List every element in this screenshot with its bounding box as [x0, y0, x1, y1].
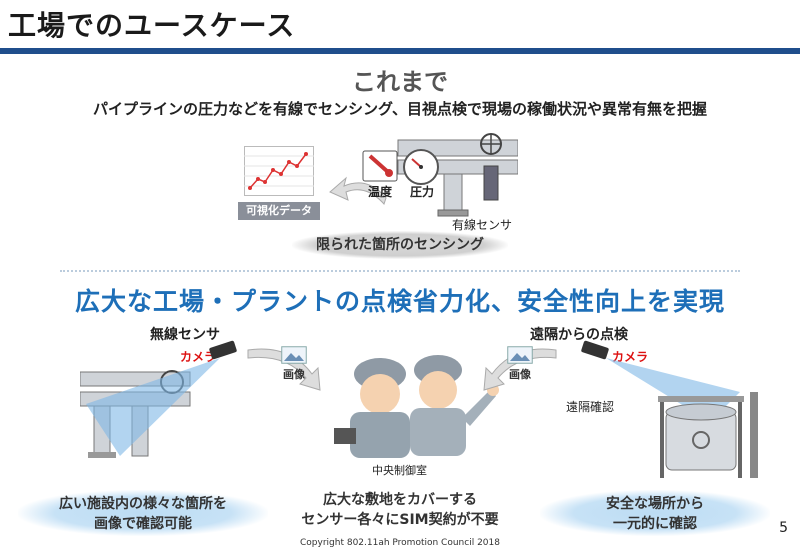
temperature-label: 温度 [368, 185, 393, 199]
picture-icon [507, 346, 533, 364]
remote-confirm-label: 遠隔確認 [566, 400, 615, 414]
pressure-label: 圧力 [410, 185, 435, 199]
benefit-center: 広大な敷地をカバーする センサー各々にSIM契約が不要 [280, 490, 520, 530]
camera-label-left: カメラ [180, 350, 217, 364]
before-description: パイプラインの圧力などを有線でセンシング、目視点検で現場の稼働状況や異常有無を把… [93, 100, 707, 118]
workers-illustration [334, 355, 499, 458]
benefit-left-line1: 広い施設内の様々な箇所を [59, 496, 227, 512]
right-tank-illustration [606, 358, 758, 478]
page-number: 5 [779, 520, 788, 536]
copyright-footer: Copyright 802.11ah Promotion Council 201… [300, 538, 500, 548]
image-icon-right [507, 346, 533, 368]
page-title: 工場でのユースケース [8, 9, 296, 42]
camera-icon-right [581, 340, 609, 360]
wireless-sensor-label: 無線センサ [150, 327, 220, 343]
camera-icon-left [209, 340, 237, 360]
image-label-right: 画像 [509, 368, 531, 381]
section-divider [60, 270, 740, 272]
limited-sensing-pill: 限られた箇所のセンシング [292, 231, 508, 259]
camera-label-right: カメラ [612, 350, 649, 364]
image-label-left: 画像 [283, 368, 305, 381]
benefit-center-line1: 広大な敷地をカバーする [323, 492, 477, 508]
remote-inspection-label: 遠隔からの点検 [530, 327, 628, 343]
control-room-label: 中央制御室 [372, 464, 427, 477]
line-chart-icon [244, 146, 314, 196]
image-icon-left [281, 346, 307, 368]
gray-left-arrow [329, 176, 387, 205]
benefit-right-line1: 安全な場所から [606, 496, 704, 512]
benefit-center-line2: センサー各々にSIM契約が不要 [301, 512, 499, 528]
headline: 広大な工場・プラントの点検省力化、安全性向上を実現 [74, 287, 725, 316]
title-underline [0, 48, 800, 54]
visualized-data-chart [244, 146, 314, 196]
benefit-left: 広い施設内の様々な箇所を 画像で確認可能 [18, 490, 268, 536]
benefit-right-line2: 一元的に確認 [613, 516, 697, 532]
thermometer-icon [362, 150, 398, 182]
benefit-left-line2: 画像で確認可能 [94, 516, 192, 532]
visualized-data-label: 可視化データ [238, 202, 320, 220]
before-heading: これまで [352, 68, 448, 96]
wired-sensor-label: 有線センサ [452, 218, 513, 232]
benefit-right: 安全な場所から 一元的に確認 [540, 490, 770, 536]
pressure-gauge-icon [403, 149, 439, 185]
left-facility-illustration [80, 358, 220, 458]
picture-icon [281, 346, 307, 364]
